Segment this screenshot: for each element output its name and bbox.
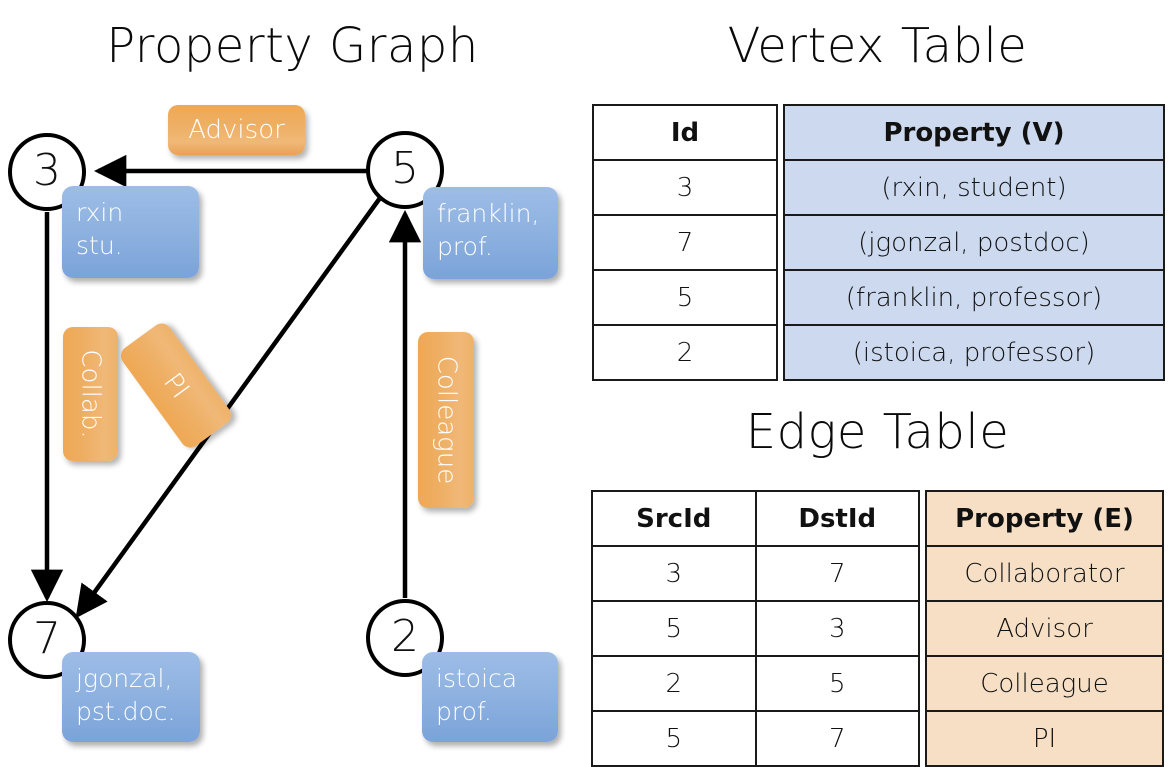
node-property-box-3-line1: rxin xyxy=(76,198,124,227)
table-row[interactable]: 2 5 xyxy=(591,655,920,712)
edge-label-advisor-text: Advisor xyxy=(188,115,285,145)
edge-table-src-dst-columns: SrcId DstId 3 7 5 3 2 5 5 7 xyxy=(591,490,920,767)
node-property-box-5-line1: franklin, xyxy=(437,199,540,228)
page-title-vertex-table: Vertex Table xyxy=(727,18,1028,74)
vertex-table-cell-property: (rxin, student) xyxy=(783,159,1165,216)
node-property-box-2: istoica prof. xyxy=(422,652,558,742)
edge-table-cell-dstid: 7 xyxy=(754,710,920,767)
vertex-table-cell-property: (istoica, professor) xyxy=(783,324,1165,381)
edge-table-cell-srcid: 5 xyxy=(591,600,757,657)
node-property-box-5-line2: prof. xyxy=(437,232,493,261)
edge-table-cell-dstid: 5 xyxy=(754,655,920,712)
graph-node-3[interactable]: 3 xyxy=(8,133,86,211)
table-row[interactable]: Colleague xyxy=(925,655,1164,712)
edge-table-header-dstid: DstId xyxy=(754,490,920,547)
property-graph-panel: Property Graph Advisor Collab. PI Collea… xyxy=(0,0,585,760)
graph-node-2-id: 2 xyxy=(391,611,419,662)
vertex-table-cell-id: 7 xyxy=(592,214,778,271)
edge-label-pi: PI xyxy=(116,319,236,452)
table-row[interactable]: Collaborator xyxy=(925,545,1164,602)
table-row[interactable]: 3 xyxy=(592,159,778,216)
vertex-table-id-column: Id 3 7 5 2 xyxy=(592,104,778,381)
edge-table-cell-srcid: 5 xyxy=(591,710,757,767)
node-property-box-2-line1: istoica xyxy=(436,664,518,693)
edge-table-cell-srcid: 3 xyxy=(591,545,757,602)
edge-label-colleague: Colleague xyxy=(418,332,474,508)
node-property-box-5: franklin, prof. xyxy=(423,187,558,279)
table-row[interactable]: 2 xyxy=(592,324,778,381)
table-row[interactable]: 5 xyxy=(592,269,778,326)
edge-label-collab: Collab. xyxy=(63,327,118,461)
graph-node-7-id: 7 xyxy=(33,613,61,664)
vertex-table-cell-property: (franklin, professor) xyxy=(783,269,1165,326)
edge-table-header-srcid: SrcId xyxy=(591,490,757,547)
edge-table-cell-dstid: 7 xyxy=(754,545,920,602)
node-property-box-7-line2: pst.doc. xyxy=(76,697,176,726)
graph-node-5[interactable]: 5 xyxy=(366,131,444,209)
table-row[interactable]: (istoica, professor) xyxy=(783,324,1165,381)
table-row[interactable]: 5 7 xyxy=(591,710,920,767)
node-property-box-7: jgonzal, pst.doc. xyxy=(62,652,200,742)
vertex-table-header-id: Id xyxy=(592,104,778,161)
edge-table-cell-property: PI xyxy=(925,710,1164,767)
edge-table-property-column: Property (E) Collaborator Advisor Collea… xyxy=(925,490,1164,767)
edge-label-colleague-text: Colleague xyxy=(431,355,462,485)
table-header-row: Id xyxy=(592,104,778,161)
node-property-box-7-line1: jgonzal, xyxy=(76,664,173,693)
table-header-row: Property (V) xyxy=(783,104,1165,161)
edge-table-cell-property: Colleague xyxy=(925,655,1164,712)
vertex-table-header-property: Property (V) xyxy=(783,104,1165,161)
table-row[interactable]: 3 7 xyxy=(591,545,920,602)
node-property-box-3: rxin stu. xyxy=(62,186,199,278)
graph-node-5-id: 5 xyxy=(391,143,419,194)
vertex-table-cell-id: 3 xyxy=(592,159,778,216)
page-title-edge-table: Edge Table xyxy=(745,404,1010,460)
table-row[interactable]: PI xyxy=(925,710,1164,767)
table-row[interactable]: (rxin, student) xyxy=(783,159,1165,216)
vertex-table-cell-id: 5 xyxy=(592,269,778,326)
node-property-box-3-line2: stu. xyxy=(76,231,123,260)
table-row[interactable]: (franklin, professor) xyxy=(783,269,1165,326)
edge-table-cell-dstid: 3 xyxy=(754,600,920,657)
vertex-table-property-column: Property (V) (rxin, student) (jgonzal, p… xyxy=(783,104,1165,381)
graph-node-3-id: 3 xyxy=(33,145,61,196)
table-header-row: SrcId DstId xyxy=(591,490,920,547)
edge-label-pi-text: PI xyxy=(156,367,195,404)
edge-label-advisor: Advisor xyxy=(168,105,305,155)
vertex-table-cell-property: (jgonzal, postdoc) xyxy=(783,214,1165,271)
edge-table-cell-property: Advisor xyxy=(925,600,1164,657)
edge-label-collab-text: Collab. xyxy=(75,349,106,439)
node-property-box-2-line2: prof. xyxy=(436,697,492,726)
table-row[interactable]: 7 xyxy=(592,214,778,271)
edge-table-header-property: Property (E) xyxy=(925,490,1164,547)
edge-table-cell-srcid: 2 xyxy=(591,655,757,712)
page-title-property-graph: Property Graph xyxy=(106,18,479,74)
table-header-row: Property (E) xyxy=(925,490,1164,547)
table-row[interactable]: 5 3 xyxy=(591,600,920,657)
table-row[interactable]: (jgonzal, postdoc) xyxy=(783,214,1165,271)
vertex-table-cell-id: 2 xyxy=(592,324,778,381)
table-row[interactable]: Advisor xyxy=(925,600,1164,657)
edge-table-cell-property: Collaborator xyxy=(925,545,1164,602)
